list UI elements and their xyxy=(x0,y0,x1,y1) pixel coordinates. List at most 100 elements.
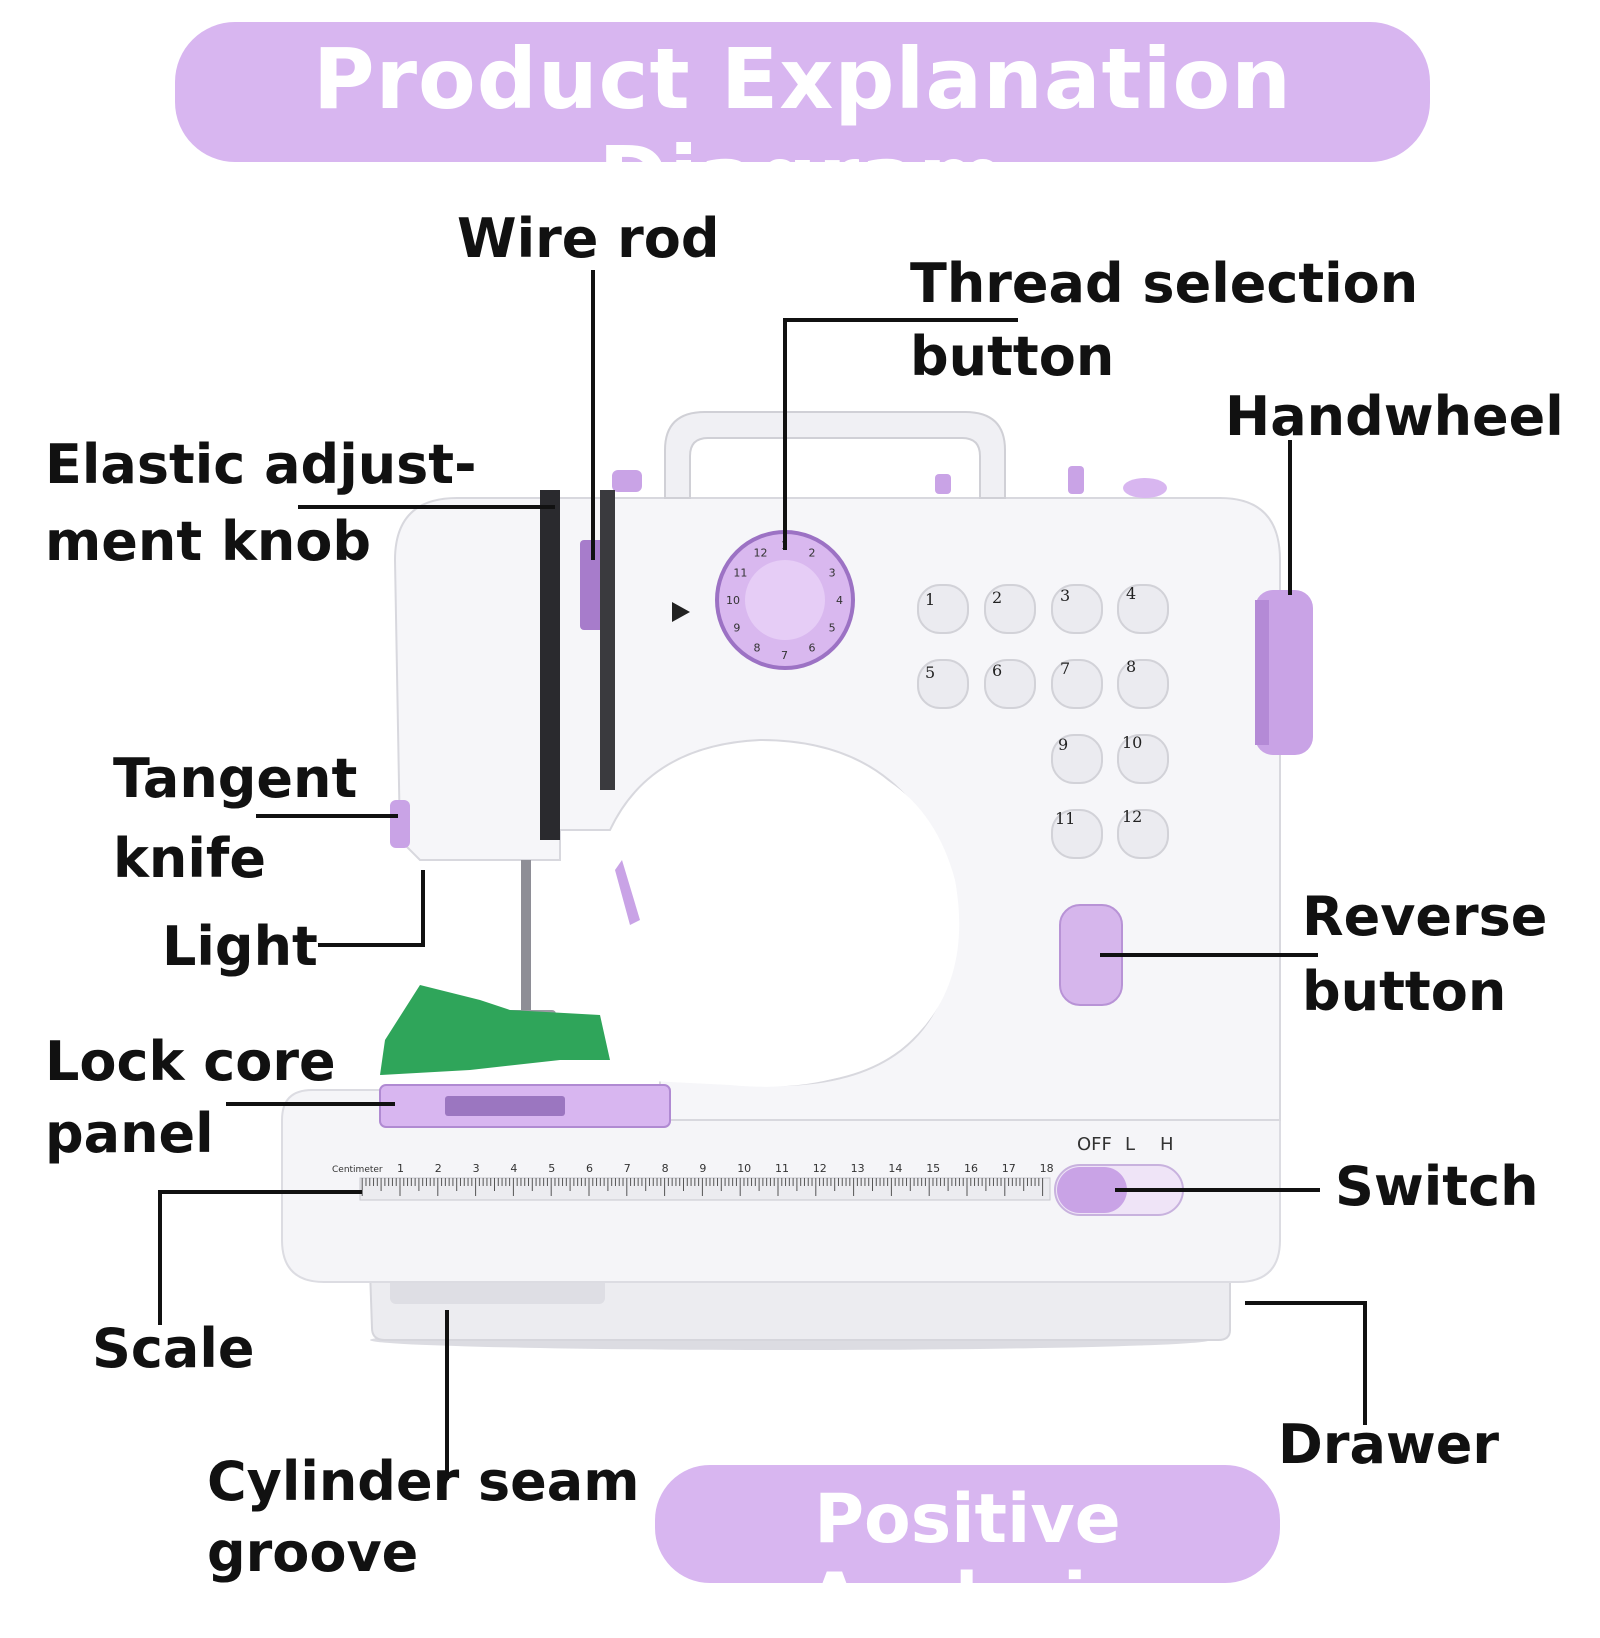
label-thread-selection-line2: button xyxy=(910,325,1115,388)
label-handwheel: Handwheel xyxy=(1225,385,1564,448)
switch-off-label: OFF xyxy=(1077,1134,1112,1155)
label-switch: Switch xyxy=(1335,1155,1539,1218)
label-elastic-line2: ment knob xyxy=(45,510,372,573)
carry-handle xyxy=(664,411,1006,499)
label-cylinder-line1: Cylinder seam xyxy=(207,1450,640,1513)
dial-number: 7 xyxy=(781,649,788,662)
ruler-number: 2 xyxy=(435,1162,442,1175)
stitch-number: 2 xyxy=(992,588,1002,607)
arm-opening xyxy=(630,751,960,1087)
stitch-number: 3 xyxy=(1060,586,1070,605)
ruler-number: 11 xyxy=(775,1162,789,1175)
ruler-number: 14 xyxy=(888,1162,902,1175)
ruler-strip xyxy=(359,1177,1051,1201)
leader-drawer xyxy=(1245,1301,1367,1425)
thread-channel xyxy=(540,490,560,840)
ruler-number: 13 xyxy=(851,1162,865,1175)
ruler-caption: Centimeter xyxy=(332,1165,383,1175)
dial-number: 9 xyxy=(733,622,740,635)
ruler-number: 18 xyxy=(1040,1162,1054,1175)
label-lock-core-line1: Lock core xyxy=(45,1030,336,1093)
wire-rod-knob xyxy=(580,540,606,630)
spool-pin-left xyxy=(612,470,642,492)
ruler-number: 1 xyxy=(397,1162,404,1175)
label-scale: Scale xyxy=(92,1317,255,1380)
ruler-number: 6 xyxy=(586,1162,593,1175)
stitch-number: 4 xyxy=(1126,584,1136,603)
subtitle-banner xyxy=(655,1465,1280,1583)
dial-number: 4 xyxy=(836,594,843,607)
dial-number: 3 xyxy=(829,567,836,580)
switch-l-label: L xyxy=(1125,1134,1135,1155)
stitch-number: 10 xyxy=(1122,733,1142,752)
stitch-number: 9 xyxy=(1058,735,1068,754)
label-elastic-line1: Elastic adjust- xyxy=(45,433,477,496)
label-tangent-line1: Tangent xyxy=(113,747,358,810)
dial-center xyxy=(745,560,825,640)
ruler-number: 9 xyxy=(699,1162,706,1175)
take-up-slot xyxy=(600,490,615,790)
ruler-number: 10 xyxy=(737,1162,751,1175)
dial-number: 5 xyxy=(829,622,836,635)
dial-number: 11 xyxy=(733,567,747,580)
dial-number: 10 xyxy=(726,594,740,607)
leader-thread-selection xyxy=(783,318,1018,550)
ruler-number: 3 xyxy=(473,1162,480,1175)
ruler-number: 7 xyxy=(624,1162,631,1175)
cylinder-groove xyxy=(390,1278,605,1304)
presser-lever xyxy=(615,860,640,925)
ruler-number: 5 xyxy=(548,1162,555,1175)
ruler-number: 4 xyxy=(510,1162,517,1175)
label-drawer: Drawer xyxy=(1278,1413,1500,1476)
ruler-number: 12 xyxy=(813,1162,827,1175)
stitch-number: 12 xyxy=(1122,807,1142,826)
stitch-number: 7 xyxy=(1060,659,1070,678)
stitch-numbers: 1 2 3 4 5 6 7 8 9 10 11 12 xyxy=(925,584,1142,828)
dial-pointer-arrow xyxy=(672,602,690,622)
upper-body xyxy=(393,497,1281,1121)
diagram-title: Product Explanation Diagram xyxy=(313,30,1292,226)
dial-number: 2 xyxy=(809,546,816,559)
stitch-number: 11 xyxy=(1055,809,1075,828)
label-wire-rod: Wire rod xyxy=(457,207,720,270)
label-tangent-line2: knife xyxy=(113,827,266,890)
label-light: Light xyxy=(162,915,318,978)
dial-number: 6 xyxy=(809,642,816,655)
ruler-ticks xyxy=(361,1178,1044,1196)
leader-scale xyxy=(158,1190,362,1325)
stitch-number: 5 xyxy=(925,663,935,682)
spool-pin-right xyxy=(1068,466,1084,494)
bobbin-slot xyxy=(445,1096,565,1116)
ruler-number: 17 xyxy=(1002,1162,1016,1175)
stitch-number: 6 xyxy=(992,661,1002,680)
dial-number: 12 xyxy=(754,546,768,559)
fabric xyxy=(380,985,610,1075)
handwheel-body xyxy=(1255,590,1313,755)
label-cylinder-line2: groove xyxy=(207,1521,419,1584)
leader-light xyxy=(318,870,425,947)
ruler-number: 16 xyxy=(964,1162,978,1175)
diagram-subtitle: Positive Analysis xyxy=(808,1480,1127,1638)
stitch-number: 1 xyxy=(925,590,935,609)
dial-number: 8 xyxy=(754,642,761,655)
ruler-number: 8 xyxy=(662,1162,669,1175)
switch-h-label: H xyxy=(1160,1134,1174,1155)
label-thread-selection-line1: Thread selection xyxy=(910,252,1419,315)
bobbin-winder xyxy=(1123,478,1167,498)
label-reverse-line1: Reverse xyxy=(1302,885,1548,948)
label-reverse-line2: button xyxy=(1302,960,1507,1023)
stitch-buttons xyxy=(917,584,1169,859)
label-lock-core-line2: panel xyxy=(45,1102,214,1165)
stitch-number: 8 xyxy=(1126,657,1136,676)
needle-bar xyxy=(521,860,531,1040)
spool-pin-mid xyxy=(935,474,951,494)
handwheel-edge xyxy=(1255,600,1269,745)
leader-lines xyxy=(158,270,1367,1480)
ruler-number: 15 xyxy=(926,1162,940,1175)
tangent-knife xyxy=(390,800,410,848)
power-switch-knob xyxy=(1057,1167,1127,1213)
title-banner xyxy=(175,22,1430,162)
